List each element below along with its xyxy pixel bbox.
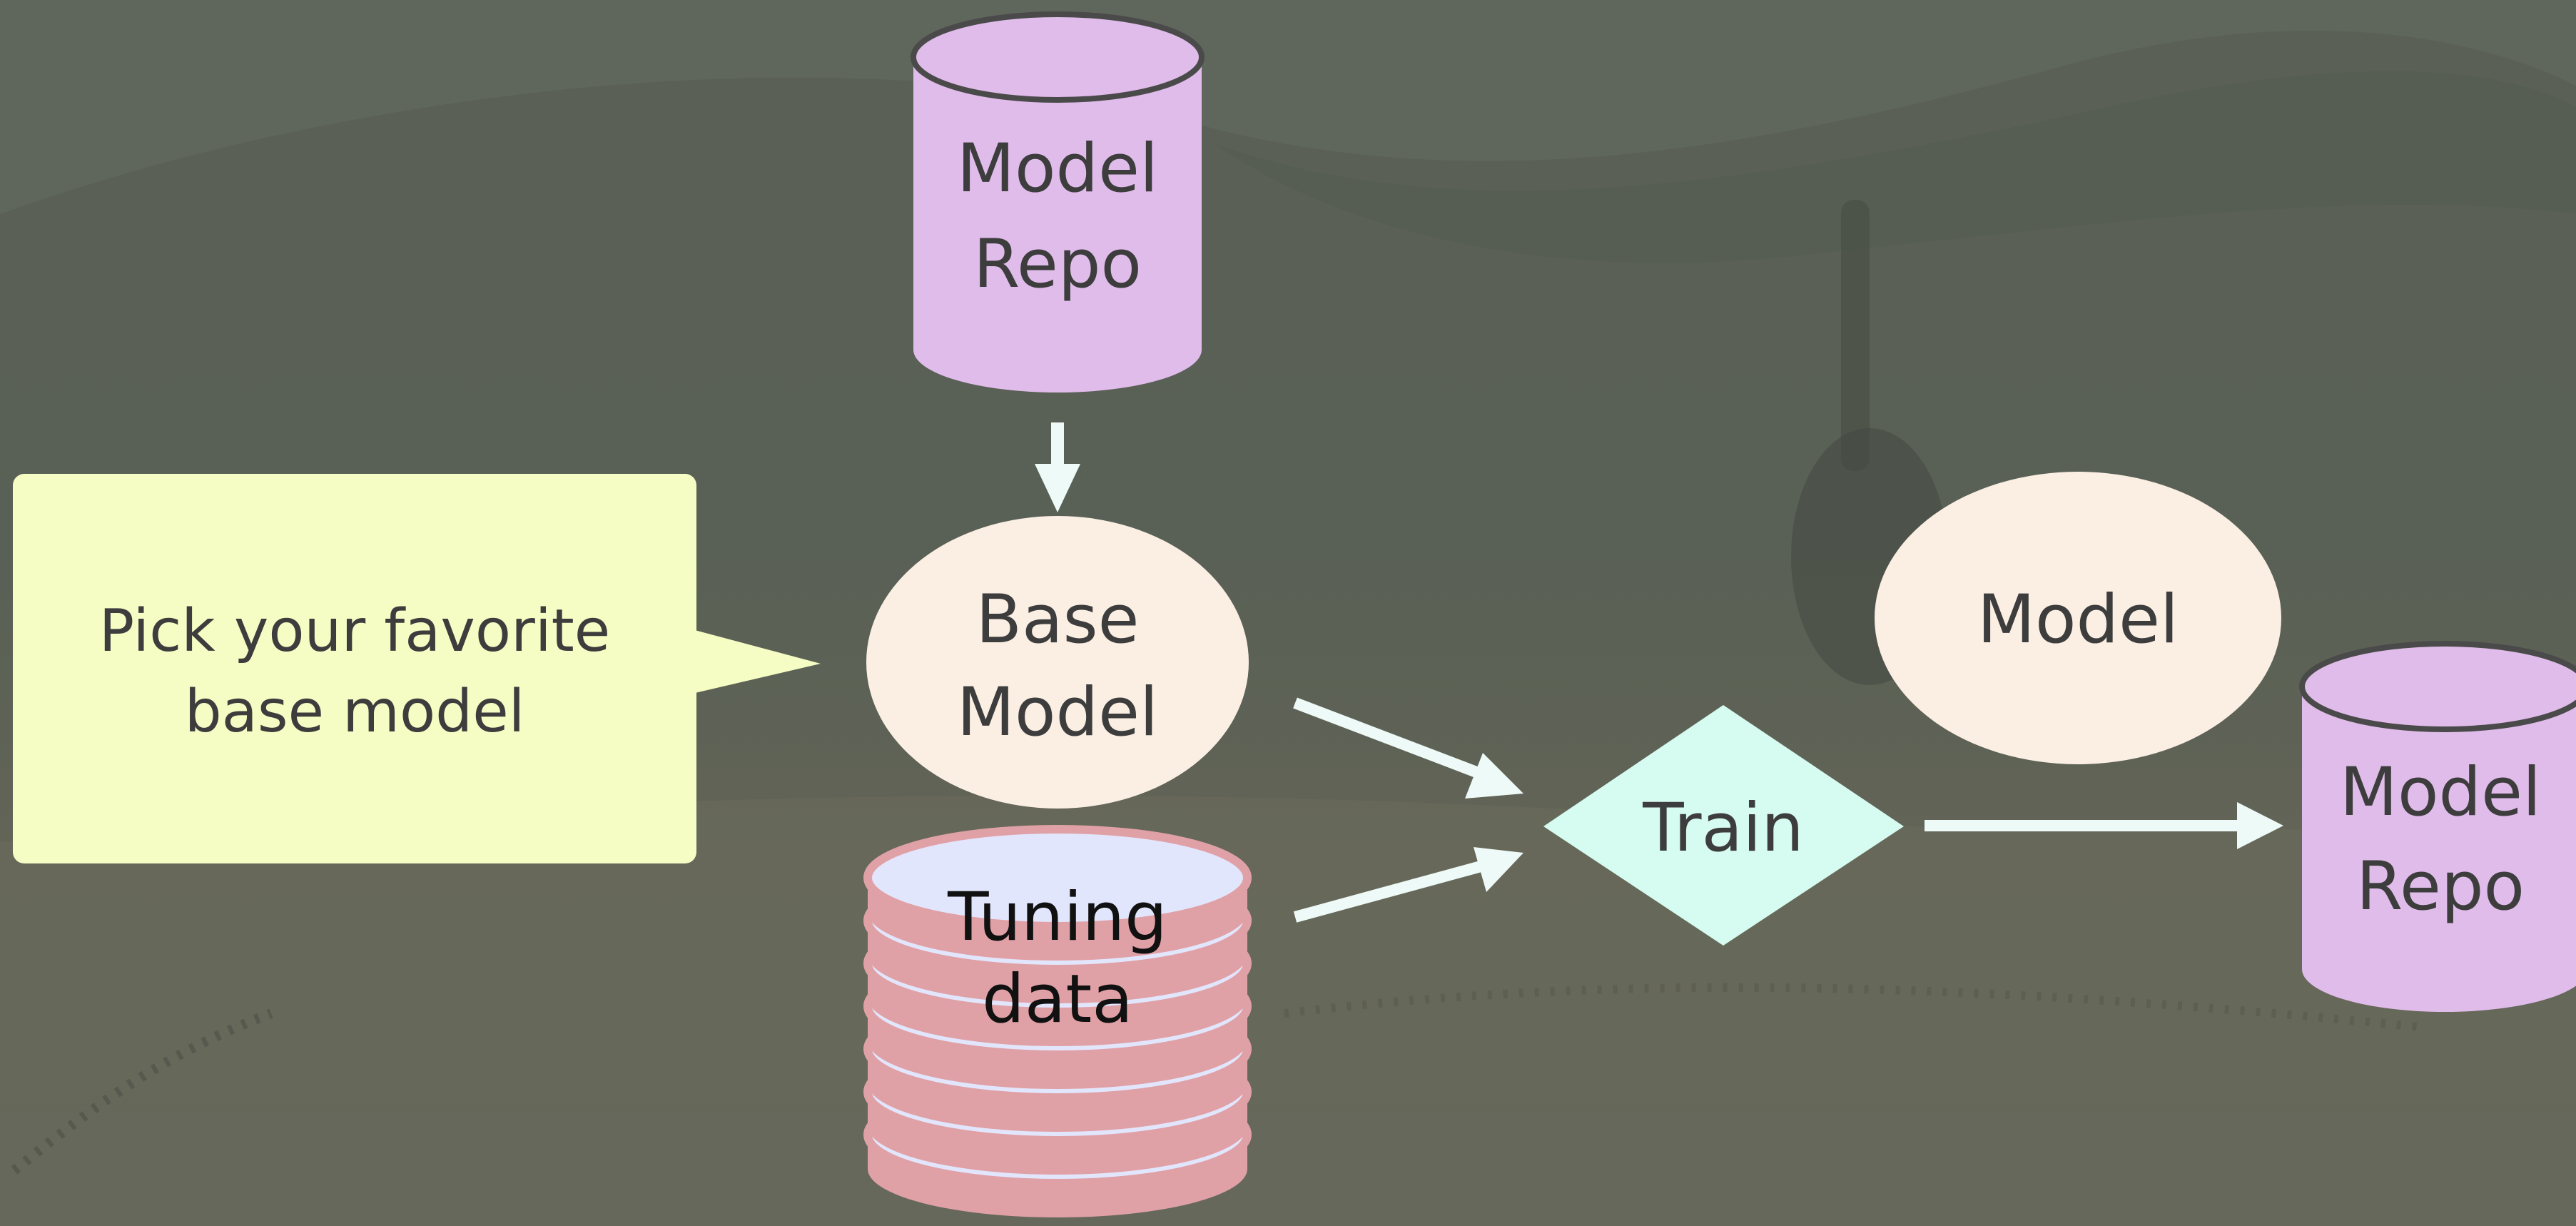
top-repo-lid xyxy=(911,11,1205,103)
arrow-train-to-repo xyxy=(1925,802,2283,849)
tuning-data-stack: Tuning data xyxy=(863,825,1252,1217)
tuning-data-line-1: Tuning xyxy=(947,878,1167,956)
right-repo-line-1: Model xyxy=(2340,754,2541,831)
beach-sand xyxy=(0,795,2576,1226)
model-ellipse xyxy=(1875,472,2281,764)
base-model-line-2: Model xyxy=(957,674,1158,751)
model-label: Model xyxy=(1977,581,2179,659)
top-model-repo: Model Repo xyxy=(911,11,1205,392)
data-disk-top xyxy=(863,825,1252,961)
callout-line-1: Pick your favorite xyxy=(99,597,610,665)
train-node: Train xyxy=(1543,705,1904,946)
callout-box xyxy=(13,474,696,863)
train-diamond xyxy=(1543,705,1904,946)
right-model-repo: Model Repo xyxy=(2299,641,2576,1012)
train-label: Train xyxy=(1642,789,1804,867)
arrow-data-to-train xyxy=(1293,847,1523,923)
hill-silhouette xyxy=(0,0,2576,214)
callout-line-2: base model xyxy=(185,678,525,746)
hill-ridge xyxy=(1213,71,2576,263)
model-node: Model xyxy=(1875,472,2281,764)
callout-pointer xyxy=(692,629,821,694)
arrows xyxy=(1035,422,2283,923)
dinosaur-neck xyxy=(1841,200,1870,471)
base-model-line-1: Base xyxy=(976,581,1140,659)
top-repo-body xyxy=(913,57,1202,392)
callout-bubble: Pick your favorite base model xyxy=(13,474,821,863)
right-repo-body xyxy=(2302,687,2576,1012)
base-model-node: Base Model xyxy=(866,516,1249,809)
top-repo-line-2: Repo xyxy=(973,226,1142,303)
right-repo-line-2: Repo xyxy=(2356,848,2525,926)
arrow-base-to-train xyxy=(1293,697,1523,799)
tuning-data-line-2: data xyxy=(982,961,1133,1038)
arrow-repo-to-base xyxy=(1035,422,1080,512)
base-model-ellipse xyxy=(866,516,1249,809)
top-repo-line-1: Model xyxy=(957,130,1158,208)
right-repo-lid xyxy=(2299,641,2576,732)
